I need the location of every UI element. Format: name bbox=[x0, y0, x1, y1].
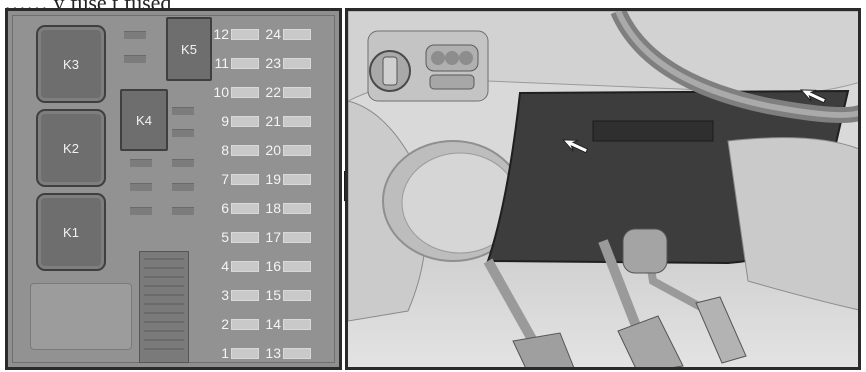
empty-slot bbox=[172, 107, 194, 115]
fuse-number: 14 bbox=[262, 316, 281, 332]
empty-slot bbox=[124, 55, 146, 63]
fuse-21: 21 bbox=[262, 114, 311, 128]
fuse-number: 4 bbox=[210, 258, 229, 274]
fuse-blade bbox=[283, 261, 311, 272]
fuse-number: 19 bbox=[262, 171, 281, 187]
fuse-2: 2 bbox=[210, 317, 259, 331]
fuse-blade bbox=[231, 203, 259, 214]
relay-k4: K4 bbox=[120, 89, 168, 151]
fuse-12: 12 bbox=[210, 27, 259, 41]
fuse-number: 13 bbox=[262, 345, 281, 361]
fuse-1: 1 bbox=[210, 346, 259, 360]
fuse-blade bbox=[231, 174, 259, 185]
fuse-22: 22 bbox=[262, 85, 311, 99]
fuse-6: 6 bbox=[210, 201, 259, 215]
relay-k1-label: K1 bbox=[63, 225, 79, 240]
multi-pin-connector bbox=[139, 251, 189, 363]
fuse-blade bbox=[231, 58, 259, 69]
fuse-14: 14 bbox=[262, 317, 311, 331]
fuse-16: 16 bbox=[262, 259, 311, 273]
fuse-10: 10 bbox=[210, 85, 259, 99]
fuse-8: 8 bbox=[210, 143, 259, 157]
fuse-13: 13 bbox=[262, 346, 311, 360]
fuse-number: 2 bbox=[210, 316, 229, 332]
fuse-number: 16 bbox=[262, 258, 281, 274]
fuse-blade bbox=[283, 203, 311, 214]
fuse-number: 9 bbox=[210, 113, 229, 129]
fuse-blade bbox=[283, 319, 311, 330]
fuse-number: 1 bbox=[210, 345, 229, 361]
fuse-blade bbox=[231, 261, 259, 272]
relay-k3-label: K3 bbox=[63, 57, 79, 72]
fuse-number: 18 bbox=[262, 200, 281, 216]
relay-k4-label: K4 bbox=[136, 113, 152, 128]
fuse-blade bbox=[283, 116, 311, 127]
fuse-number: 8 bbox=[210, 142, 229, 158]
fuse-blade bbox=[231, 232, 259, 243]
fuse-blade bbox=[231, 348, 259, 359]
fuse-3: 3 bbox=[210, 288, 259, 302]
fuse-23: 23 bbox=[262, 56, 311, 70]
relay-k5-label: K5 bbox=[181, 42, 197, 57]
fuse-number: 24 bbox=[262, 26, 281, 42]
fuse-number: 17 bbox=[262, 229, 281, 245]
fuse-number: 5 bbox=[210, 229, 229, 245]
relay-k2: K2 bbox=[36, 109, 106, 187]
connector-pins bbox=[144, 258, 184, 354]
fuse-number: 6 bbox=[210, 200, 229, 216]
relay-k5: K5 bbox=[166, 17, 212, 81]
fuse-number: 23 bbox=[262, 55, 281, 71]
lower-housing bbox=[30, 283, 132, 350]
fuse-number: 3 bbox=[210, 287, 229, 303]
fuse-number: 11 bbox=[210, 55, 229, 71]
fuse-4: 4 bbox=[210, 259, 259, 273]
empty-slot bbox=[130, 183, 152, 191]
empty-slot bbox=[172, 129, 194, 137]
fuse-blade bbox=[283, 232, 311, 243]
fuse-number: 10 bbox=[210, 84, 229, 100]
fuse-24: 24 bbox=[262, 27, 311, 41]
relay-k3: K3 bbox=[36, 25, 106, 103]
fuse-15: 15 bbox=[262, 288, 311, 302]
fuse-box-diagram: K3 K2 K1 K4 K5 12 11 10 9 8 7 6 5 4 3 2 … bbox=[5, 8, 342, 370]
fuse-blade bbox=[231, 87, 259, 98]
fuse-blade bbox=[283, 58, 311, 69]
fuse-17: 17 bbox=[262, 230, 311, 244]
empty-slot bbox=[130, 159, 152, 167]
fuse-number: 7 bbox=[210, 171, 229, 187]
fuse-blade bbox=[283, 87, 311, 98]
fuse-5: 5 bbox=[210, 230, 259, 244]
fuse-number: 22 bbox=[262, 84, 281, 100]
fuse-blade bbox=[231, 145, 259, 156]
fuse-19: 19 bbox=[262, 172, 311, 186]
empty-slot bbox=[172, 207, 194, 215]
fuse-18: 18 bbox=[262, 201, 311, 215]
dashboard-illustration bbox=[345, 8, 861, 370]
fuse-blade bbox=[283, 348, 311, 359]
fuse-9: 9 bbox=[210, 114, 259, 128]
fuse-number: 12 bbox=[210, 26, 229, 42]
fuse-number: 21 bbox=[262, 113, 281, 129]
empty-slot bbox=[130, 207, 152, 215]
fuse-blade bbox=[283, 174, 311, 185]
fuse-7: 7 bbox=[210, 172, 259, 186]
dashboard-drawing bbox=[348, 11, 861, 370]
fuse-blade bbox=[231, 29, 259, 40]
fuse-number: 20 bbox=[262, 142, 281, 158]
fuse-blade bbox=[283, 290, 311, 301]
fuse-20: 20 bbox=[262, 143, 311, 157]
fuse-blade bbox=[283, 145, 311, 156]
empty-slot bbox=[124, 31, 146, 39]
empty-slot bbox=[172, 183, 194, 191]
fuse-blade bbox=[283, 29, 311, 40]
fuse-number: 15 bbox=[262, 287, 281, 303]
relay-k1: K1 bbox=[36, 193, 106, 271]
fuse-blade bbox=[231, 290, 259, 301]
empty-slot bbox=[172, 159, 194, 167]
fuse-blade bbox=[231, 116, 259, 127]
fuse-blade bbox=[231, 319, 259, 330]
fuse-11: 11 bbox=[210, 56, 259, 70]
relay-k2-label: K2 bbox=[63, 141, 79, 156]
